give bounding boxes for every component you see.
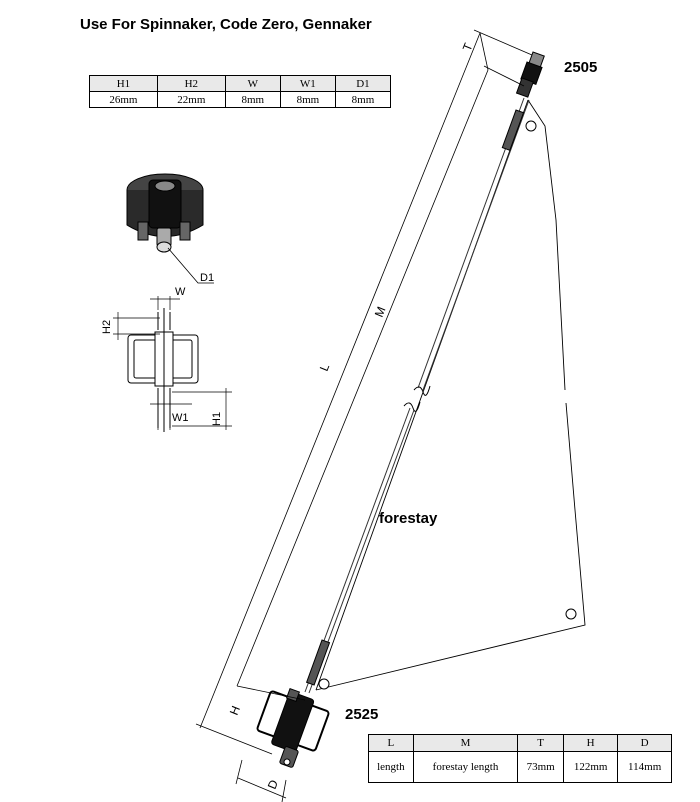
dim-label-w: W [175, 286, 186, 298]
table-header-row: L M T H D [368, 734, 672, 752]
forestay-dimensions-table: L M T H D length forestay length 73mm 12… [368, 734, 672, 783]
sail-outline [315, 99, 586, 691]
table-row: 26mm 22mm 8mm 8mm 8mm [89, 91, 392, 108]
h2-dimension [113, 312, 160, 340]
dim-label-h1: H1 [211, 412, 223, 426]
dim-label-d1: D1 [200, 272, 214, 284]
page-title: Use For Spinnaker, Code Zero, Gennaker [80, 16, 372, 33]
d1-leader-line [167, 247, 214, 284]
value-d: 114mm [617, 751, 672, 783]
table-header-row: H1 H2 W W1 D1 [89, 75, 392, 92]
bottom-sleeve [305, 639, 331, 686]
dim-label-d: D [265, 778, 281, 792]
value-h: 122mm [562, 751, 619, 783]
header-h: H [562, 734, 619, 752]
l-dimension [195, 29, 533, 755]
forestay-label: forestay [379, 510, 438, 527]
fitting-dimensions-table: H1 H2 W W1 D1 26mm 22mm 8mm 8mm 8mm [89, 75, 392, 108]
header-d1: D1 [334, 75, 392, 92]
top-fitting-2505 [515, 51, 545, 98]
value-w1: 8mm [279, 91, 336, 108]
w1-dimension [150, 400, 192, 430]
sail-tack-grommet [318, 678, 330, 690]
value-d1: 8mm [334, 91, 392, 108]
value-t: 73mm [517, 751, 564, 783]
header-h2: H2 [156, 75, 226, 92]
dim-label-h: H [227, 704, 243, 717]
header-d: D [617, 734, 672, 752]
d-dimension [235, 759, 287, 802]
header-t: T [517, 734, 564, 752]
header-l: L [368, 734, 414, 752]
sail-clew-grommet [565, 608, 577, 620]
fitting-perspective-view [126, 173, 204, 253]
value-l: length [368, 751, 414, 783]
value-h1: 26mm [89, 91, 158, 108]
header-m: M [412, 734, 519, 752]
h1-dimension [172, 388, 232, 430]
top-sleeve [501, 109, 525, 151]
h-dimension [236, 685, 306, 701]
table-row: length forestay length 73mm 122mm 114mm [368, 751, 672, 783]
dim-label-t: T [460, 40, 476, 53]
value-h2: 22mm [156, 91, 226, 108]
value-w: 8mm [224, 91, 281, 108]
bottom-fitting-2525 [256, 687, 330, 768]
m-dimension [236, 65, 525, 687]
dim-label-h2: H2 [101, 320, 113, 334]
value-m: forestay length [412, 751, 519, 783]
dim-label-w1: W1 [172, 412, 189, 424]
cable-break-mark [403, 401, 421, 412]
header-h1: H1 [89, 75, 158, 92]
forestay-cable [304, 97, 530, 694]
w-dimension [150, 296, 180, 310]
dim-label-m: M [372, 305, 389, 320]
part-label-2525: 2525 [345, 706, 379, 723]
t-dimension [479, 32, 489, 71]
part-label-2505: 2505 [564, 59, 598, 76]
cable-break-mark [413, 385, 431, 396]
dim-label-l: L [317, 361, 333, 373]
sail-head-grommet [525, 120, 537, 132]
